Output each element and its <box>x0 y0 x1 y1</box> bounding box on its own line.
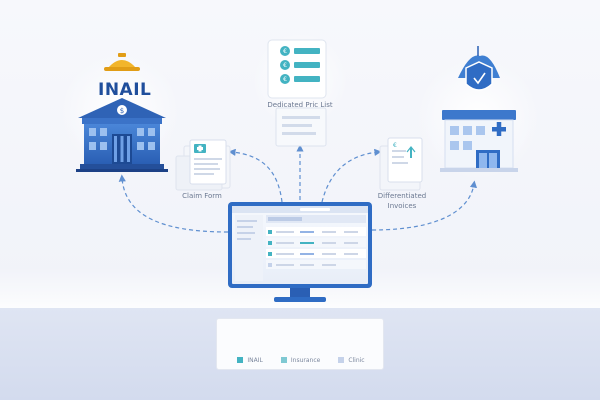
clinic-building-icon <box>440 46 518 172</box>
monitor <box>228 202 372 302</box>
price-list-document-icon: € € € <box>267 39 327 147</box>
arrow-to-invoices <box>321 148 382 203</box>
invoices-document-icon: € <box>379 137 423 191</box>
claim-form-document-icon <box>175 139 231 191</box>
inail-logo-text: INAIL <box>98 80 152 100</box>
arrow-to-claim-form <box>228 148 283 203</box>
invoices-label-line2: Invoices <box>387 202 417 210</box>
legend-row: INAIL Insurance Clinic <box>217 355 385 365</box>
svg-text:€: € <box>283 76 287 83</box>
claim-form-label: Claim Form <box>182 192 222 200</box>
invoices-label-line1: Differentiated <box>377 192 427 200</box>
svg-text:€: € <box>283 48 287 55</box>
arrow-to-inail <box>118 174 229 233</box>
price-list-label: Dedicated Pric List <box>267 101 333 109</box>
legend-item-clinic: Clinic <box>338 355 365 365</box>
inail-building-icon: $ <box>76 53 168 172</box>
svg-text:€: € <box>393 142 397 149</box>
arrow-to-clinic <box>371 180 478 231</box>
legend-item-inail: INAIL <box>237 355 263 365</box>
svg-text:€: € <box>283 62 287 69</box>
legend-item-insurance: Insurance <box>280 355 320 365</box>
legend-panel: INAIL Insurance Clinic <box>216 318 384 370</box>
svg-text:$: $ <box>120 107 124 115</box>
